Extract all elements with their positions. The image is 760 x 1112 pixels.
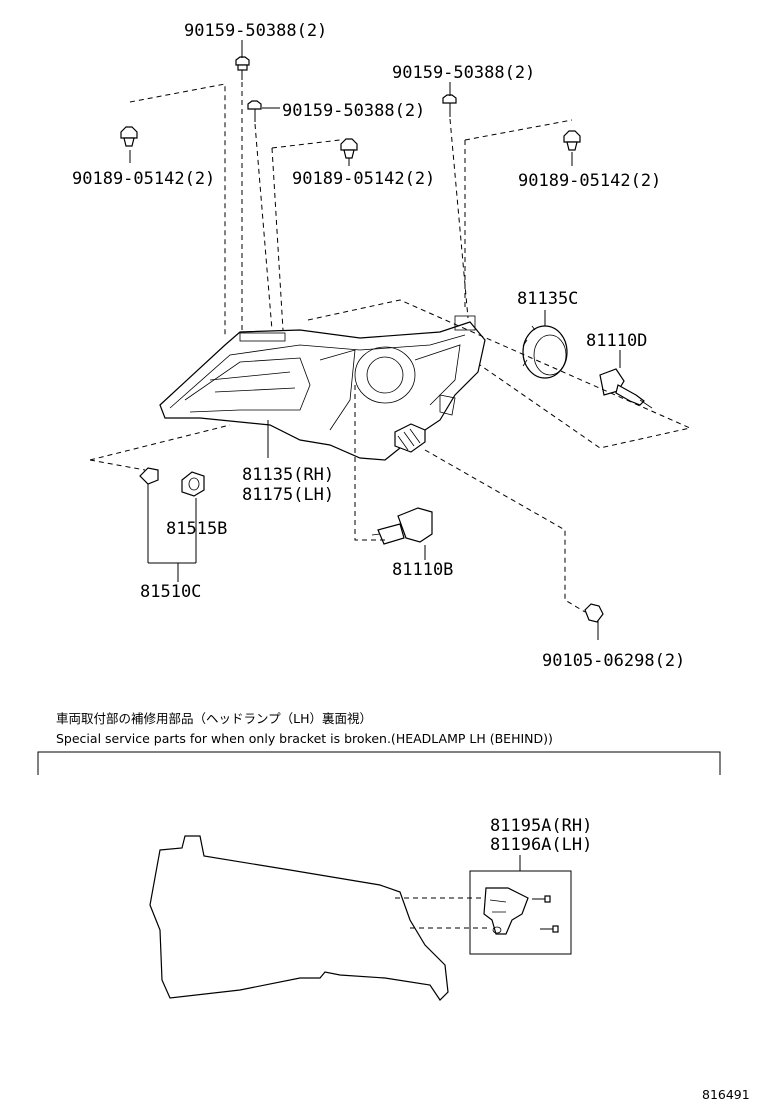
- bulb-icon: [371, 507, 433, 545]
- part-label: 90159-50388(2): [282, 101, 425, 121]
- headlamp-rear-view: [149, 835, 449, 1001]
- note-japanese: 車両取付部の補修用部品（ヘッドランプ（LH）裏面視）: [56, 711, 372, 726]
- bolt-icon: [235, 56, 457, 122]
- part-label: 81110D: [586, 331, 647, 351]
- screw-icon: [532, 895, 559, 933]
- part-label: 90159-50388(2): [392, 63, 535, 83]
- bulb-icon: [599, 368, 653, 409]
- part-label: 81510C: [140, 582, 201, 602]
- part-label: 81175(LH): [242, 485, 334, 505]
- note-english: Special service parts for when only brac…: [56, 731, 553, 746]
- part-label: 90159-50388(2): [184, 21, 327, 41]
- part-label: 81515B: [166, 519, 227, 539]
- part-label: 81135C: [517, 289, 578, 309]
- part-label: 81195A(RH): [490, 816, 592, 836]
- part-label: 90189-05142(2): [72, 169, 215, 189]
- part-label: 81135(RH): [242, 465, 334, 485]
- part-label: 90189-05142(2): [518, 171, 661, 191]
- lamp-cap: [522, 325, 568, 379]
- clip-icon: [120, 126, 581, 159]
- headlamp-assembly: [159, 315, 486, 461]
- part-label: 81196A(LH): [490, 835, 592, 855]
- diagram-id: 816491: [702, 1087, 750, 1102]
- bracket-icon: [483, 887, 529, 935]
- small-bulb-icon: [139, 467, 205, 497]
- bolt-icon: [584, 603, 604, 640]
- part-label: 90105-06298(2): [542, 651, 685, 671]
- part-label: 81110B: [392, 560, 453, 580]
- part-label: 90189-05142(2): [292, 169, 435, 189]
